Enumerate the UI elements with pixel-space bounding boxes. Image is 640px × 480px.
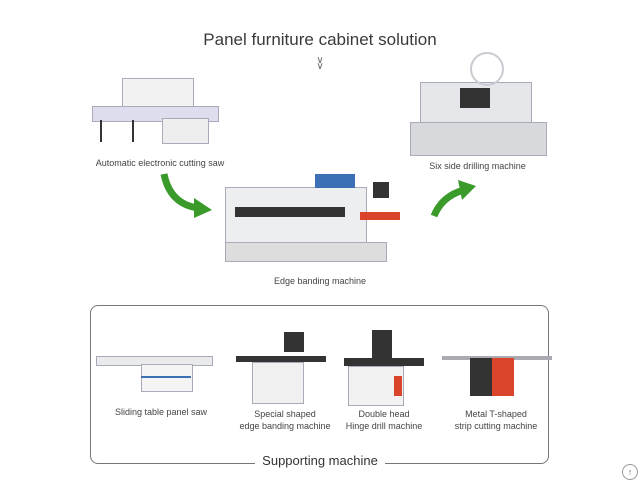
t-strip-cutting-image	[442, 340, 552, 402]
caption-line: edge banding machine	[239, 421, 331, 431]
caption-line: Double head	[358, 409, 410, 419]
caption-drilling: Six side drilling machine	[429, 161, 526, 171]
caption-line: Hinge drill machine	[345, 421, 423, 431]
drilling-machine-image	[410, 52, 548, 160]
caption-line: strip cutting machine	[454, 421, 538, 431]
green-arrow-icon	[160, 173, 212, 218]
double-chevron-down-icon: ∨∨	[316, 55, 324, 72]
caption-line: Special shaped	[254, 409, 316, 419]
page-title: Panel furniture cabinet solution	[203, 30, 437, 49]
edge-banding-machine-image	[215, 172, 415, 270]
caption-sliding-table-saw: Sliding table panel saw	[114, 407, 208, 417]
caption-cutting-saw: Automatic electronic cutting saw	[95, 158, 225, 168]
scroll-to-top-button[interactable]: ↑	[622, 464, 638, 480]
caption-special-edge-banding: Special shaped edge banding machine	[230, 408, 340, 432]
supporting-title: Supporting machine	[255, 453, 385, 468]
green-arrow-icon	[430, 180, 476, 218]
caption-line: Metal T-shaped	[465, 409, 527, 419]
hinge-drill-image	[344, 330, 424, 406]
special-edge-banding-image	[236, 332, 326, 404]
sliding-table-saw-image	[96, 350, 216, 394]
caption-edge-banding: Edge banding machine	[273, 276, 367, 286]
cutting-saw-image	[92, 78, 220, 146]
caption-strip-cutting: Metal T-shaped strip cutting machine	[436, 408, 556, 432]
